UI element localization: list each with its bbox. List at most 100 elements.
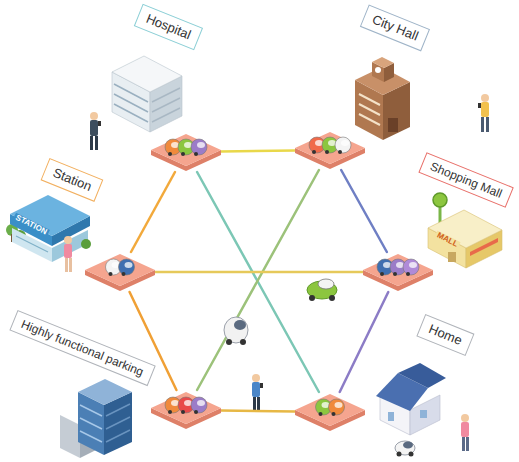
illustration-part (80, 418, 102, 429)
parked-car (191, 139, 207, 156)
illustration-part (309, 295, 315, 301)
car-wheel (122, 272, 126, 276)
route-line (221, 410, 295, 411)
mall-building (428, 193, 502, 268)
illustration-part (420, 410, 427, 418)
small-car (307, 279, 337, 301)
parked-car (335, 137, 351, 154)
car-wheel (332, 412, 336, 416)
car-body (335, 137, 351, 153)
illustration-part (114, 104, 148, 122)
parked-car (403, 259, 419, 276)
car-wheel (406, 272, 410, 276)
car-wheel (168, 152, 172, 156)
car-wheel (181, 152, 185, 156)
illustration-part (372, 57, 394, 68)
parking-pad: Hospital (151, 132, 221, 172)
illustration-part (81, 239, 91, 249)
illustration-part (60, 415, 80, 458)
illustration-part (409, 452, 414, 457)
car-wheel (380, 272, 384, 276)
car-window (197, 142, 205, 148)
pad-shape (295, 130, 365, 170)
illustration-part (359, 94, 380, 105)
place-label: Shopping Mall (418, 152, 514, 208)
station-building (6, 195, 91, 262)
illustration-part (106, 417, 130, 429)
illustration-part (466, 437, 469, 451)
illustration-part (64, 244, 72, 258)
car-wheel (181, 410, 185, 414)
car-body (119, 259, 135, 275)
parking-pad: City Hall (295, 130, 365, 170)
pad-shape (363, 252, 433, 292)
illustration-part (397, 452, 402, 457)
illustration-part (388, 118, 398, 132)
person-figure (252, 374, 263, 411)
car-wheel (194, 410, 198, 414)
hospital-building (112, 56, 182, 132)
route-line (155, 271, 363, 274)
illustration-part (486, 117, 489, 132)
illustration-part (398, 363, 446, 388)
car-window (197, 400, 205, 406)
person-figure (461, 414, 469, 451)
city-hall-building (355, 57, 410, 140)
illustration-part (64, 236, 72, 244)
car-wheel (194, 152, 198, 156)
illustration-part (481, 94, 489, 102)
illustration-part (403, 442, 413, 449)
illustration-part (481, 117, 484, 132)
illustration-part (98, 121, 101, 126)
illustration-part (318, 279, 334, 289)
illustration-part (260, 383, 263, 388)
pad-shape (151, 132, 221, 172)
pad-shape (85, 252, 155, 292)
small-car (395, 441, 415, 457)
illustration-part (226, 339, 232, 345)
parking-pad: Home (295, 392, 365, 432)
illustration-part (65, 258, 68, 272)
pad-top (151, 134, 221, 166)
illustration-part (90, 136, 93, 150)
route-line (197, 170, 319, 390)
illustration-part (234, 320, 246, 330)
car-body (403, 259, 419, 275)
illustration-part (90, 112, 98, 120)
place-label: Highly functional parking (9, 310, 155, 386)
illustration-part (359, 104, 380, 115)
illustration-part (478, 103, 481, 108)
illustration-part (462, 437, 465, 451)
car-window (335, 402, 343, 408)
building-sign: STATION (12, 212, 50, 237)
car-wheel (319, 412, 323, 416)
pad-top (85, 254, 155, 286)
car-body (329, 399, 345, 415)
pad-shape (151, 390, 221, 430)
illustration-part (240, 339, 246, 345)
illustration-part (69, 258, 72, 272)
illustration-part (359, 114, 380, 125)
place-name: Station (51, 165, 94, 195)
parking-pad: Shopping Mall (363, 252, 433, 292)
home-building (376, 363, 446, 435)
person-figure (64, 236, 72, 272)
parking-pad: Station (85, 252, 155, 292)
parked-car (119, 259, 135, 276)
pad-top (295, 132, 365, 164)
car-window (125, 262, 133, 268)
route-line (340, 292, 389, 392)
car-window (341, 140, 349, 146)
illustration-part (152, 108, 180, 122)
place-label: Hospital (133, 4, 202, 50)
illustration-part (114, 84, 148, 102)
building-sign: MALL (433, 230, 460, 250)
place-name: Hospital (143, 11, 192, 43)
illustration-part (90, 120, 98, 136)
